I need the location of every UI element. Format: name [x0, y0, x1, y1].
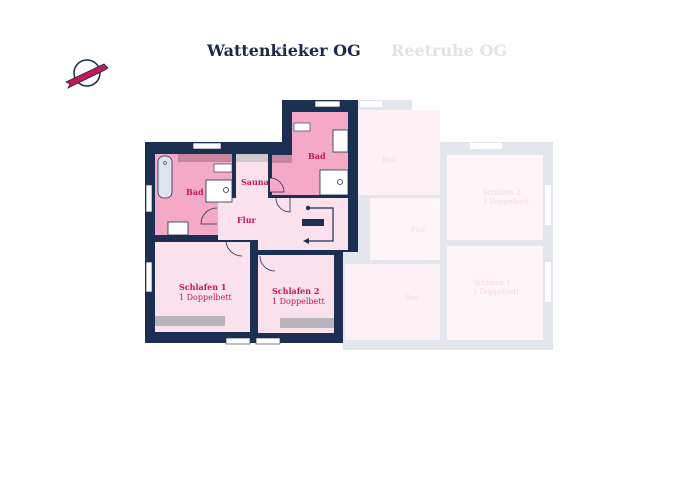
- room-detail: 1 Doppelbett: [179, 293, 232, 302]
- plan-wattenkieker-og: Bad Sauna Bad Flur Schlafen 1 1 Doppelbe…: [145, 100, 358, 345]
- room-label: Schlafen 2: [483, 189, 521, 197]
- room-label: Sauna: [241, 177, 269, 187]
- room-label: Bad: [186, 187, 204, 197]
- room-detail: 1 Doppelbett: [483, 198, 529, 206]
- room-flur: [218, 198, 348, 250]
- room-label: Schlafen 1: [179, 282, 226, 292]
- room-detail: 1 Doppelbett: [473, 288, 519, 296]
- compass-ribbon-logo: [65, 59, 109, 89]
- plan-reetruhe-og[interactable]: Bad Schlafen 2 1 Doppelbett Flur Schlafe…: [343, 100, 553, 350]
- room-label: Flur: [411, 226, 427, 234]
- tab-reetruhe-og[interactable]: Reetruhe OG: [391, 41, 508, 60]
- room-label: Flur: [237, 215, 257, 225]
- room-label: Bad: [308, 151, 326, 161]
- room-detail: 1 Doppelbett: [272, 297, 325, 306]
- room-label: Bad: [382, 156, 396, 164]
- room-label: Schlafen 1: [473, 279, 511, 287]
- room-label: Schlafen 2: [272, 286, 319, 296]
- room-label: Bad: [405, 294, 419, 302]
- tab-wattenkieker-og[interactable]: Wattenkieker OG: [207, 41, 361, 60]
